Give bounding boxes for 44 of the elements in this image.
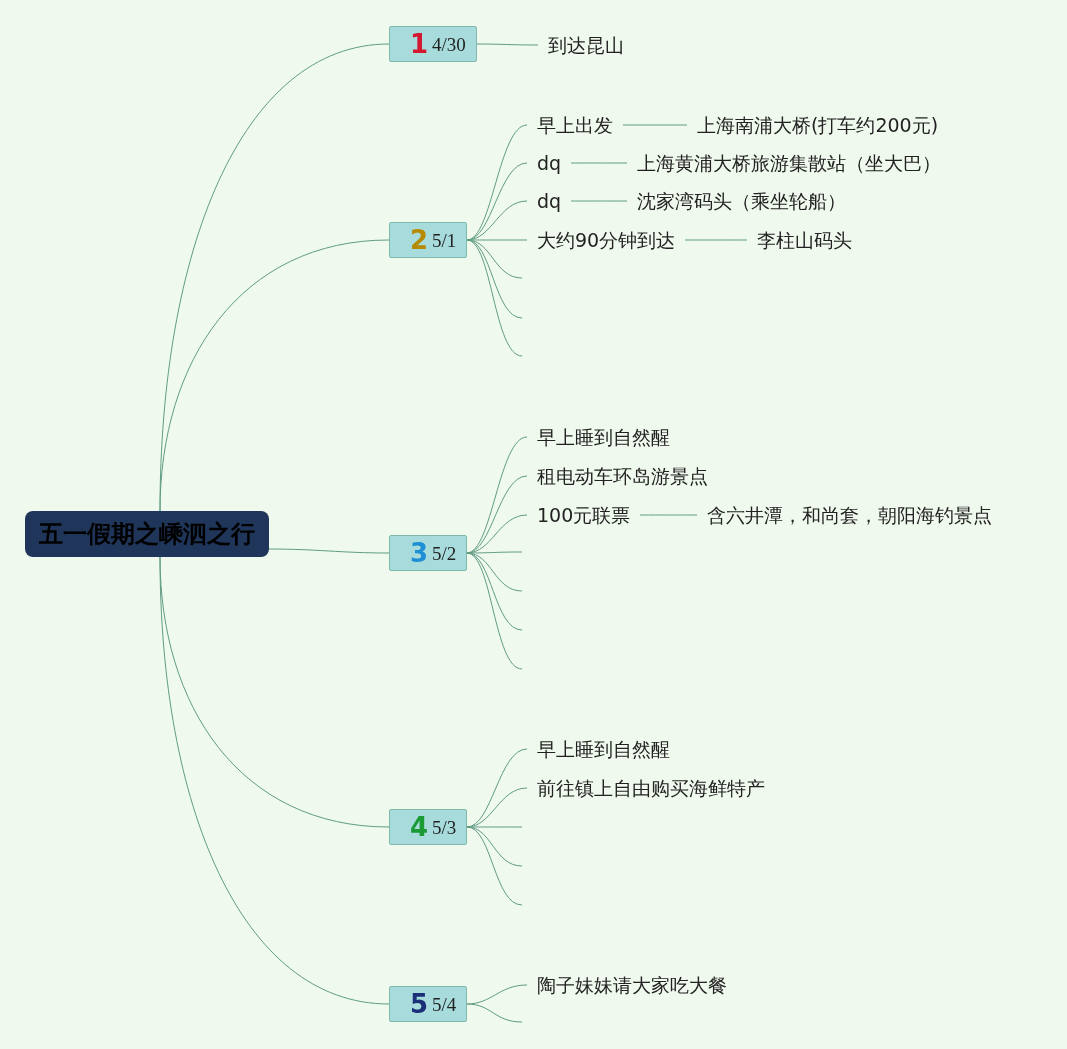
priority-number-icon: 5 bbox=[410, 989, 429, 1019]
branch-line bbox=[159, 239, 390, 512]
subtopic-text: 沈家湾码头（乘坐轮船） bbox=[627, 186, 856, 216]
branch-line bbox=[476, 43, 539, 46]
subtopic-text: 上海黄浦大桥旅游集散站（坐大巴） bbox=[627, 148, 951, 178]
date-label: 5/2 bbox=[432, 543, 457, 564]
date-label: 5/1 bbox=[432, 230, 457, 251]
subtopic-text: dq bbox=[527, 186, 572, 216]
subtopic-text: 早上睡到自然醒 bbox=[527, 734, 680, 764]
branch-line bbox=[570, 200, 628, 202]
subtopic-text: 早上睡到自然醒 bbox=[527, 422, 680, 452]
branch-line bbox=[684, 239, 748, 241]
subtopic-text: 租电动车环岛游景点 bbox=[527, 461, 718, 491]
empty-branch-line bbox=[466, 826, 523, 906]
subtopic-text: 前往镇上自由购买海鲜特产 bbox=[527, 773, 775, 803]
subtopic-text: 上海南浦大桥(打车约200元) bbox=[687, 110, 949, 140]
branch-line bbox=[639, 514, 698, 516]
priority-number-icon: 2 bbox=[410, 225, 429, 255]
date-topic-box bbox=[389, 986, 468, 1022]
subtopic-text: 100元联票 bbox=[527, 500, 641, 530]
date-topic-box bbox=[389, 809, 468, 845]
subtopic-text: 大约90分钟到达 bbox=[527, 225, 686, 255]
date-topic-box bbox=[389, 222, 468, 258]
central-topic-box: 五一假期之嵊泗之行 bbox=[25, 511, 269, 557]
branch-line bbox=[570, 162, 628, 164]
branch-line bbox=[466, 984, 528, 1005]
date-topic-box bbox=[389, 26, 477, 62]
subtopic-text: 李柱山码头 bbox=[747, 225, 862, 255]
subtopic-text: 到达昆山 bbox=[538, 30, 634, 60]
priority-number-icon: 1 bbox=[410, 29, 429, 59]
subtopic-text: 陶子妹妹请大家吃大餐 bbox=[527, 970, 737, 1000]
date-label: 5/4 bbox=[432, 994, 457, 1015]
branch-line bbox=[268, 548, 390, 554]
date-label: 5/3 bbox=[432, 817, 457, 838]
empty-branch-line bbox=[466, 1003, 523, 1023]
priority-number-icon: 4 bbox=[410, 812, 429, 842]
branch-line bbox=[159, 556, 390, 1005]
date-label: 4/30 bbox=[432, 34, 466, 55]
date-topic-box bbox=[389, 535, 468, 571]
subtopic-text: 早上出发 bbox=[527, 110, 623, 140]
branch-line bbox=[622, 124, 688, 126]
subtopic-text: dq bbox=[527, 148, 572, 178]
priority-number-icon: 3 bbox=[410, 538, 429, 568]
subtopic-text: 含六井潭，和尚套，朝阳海钓景点 bbox=[697, 500, 1002, 530]
